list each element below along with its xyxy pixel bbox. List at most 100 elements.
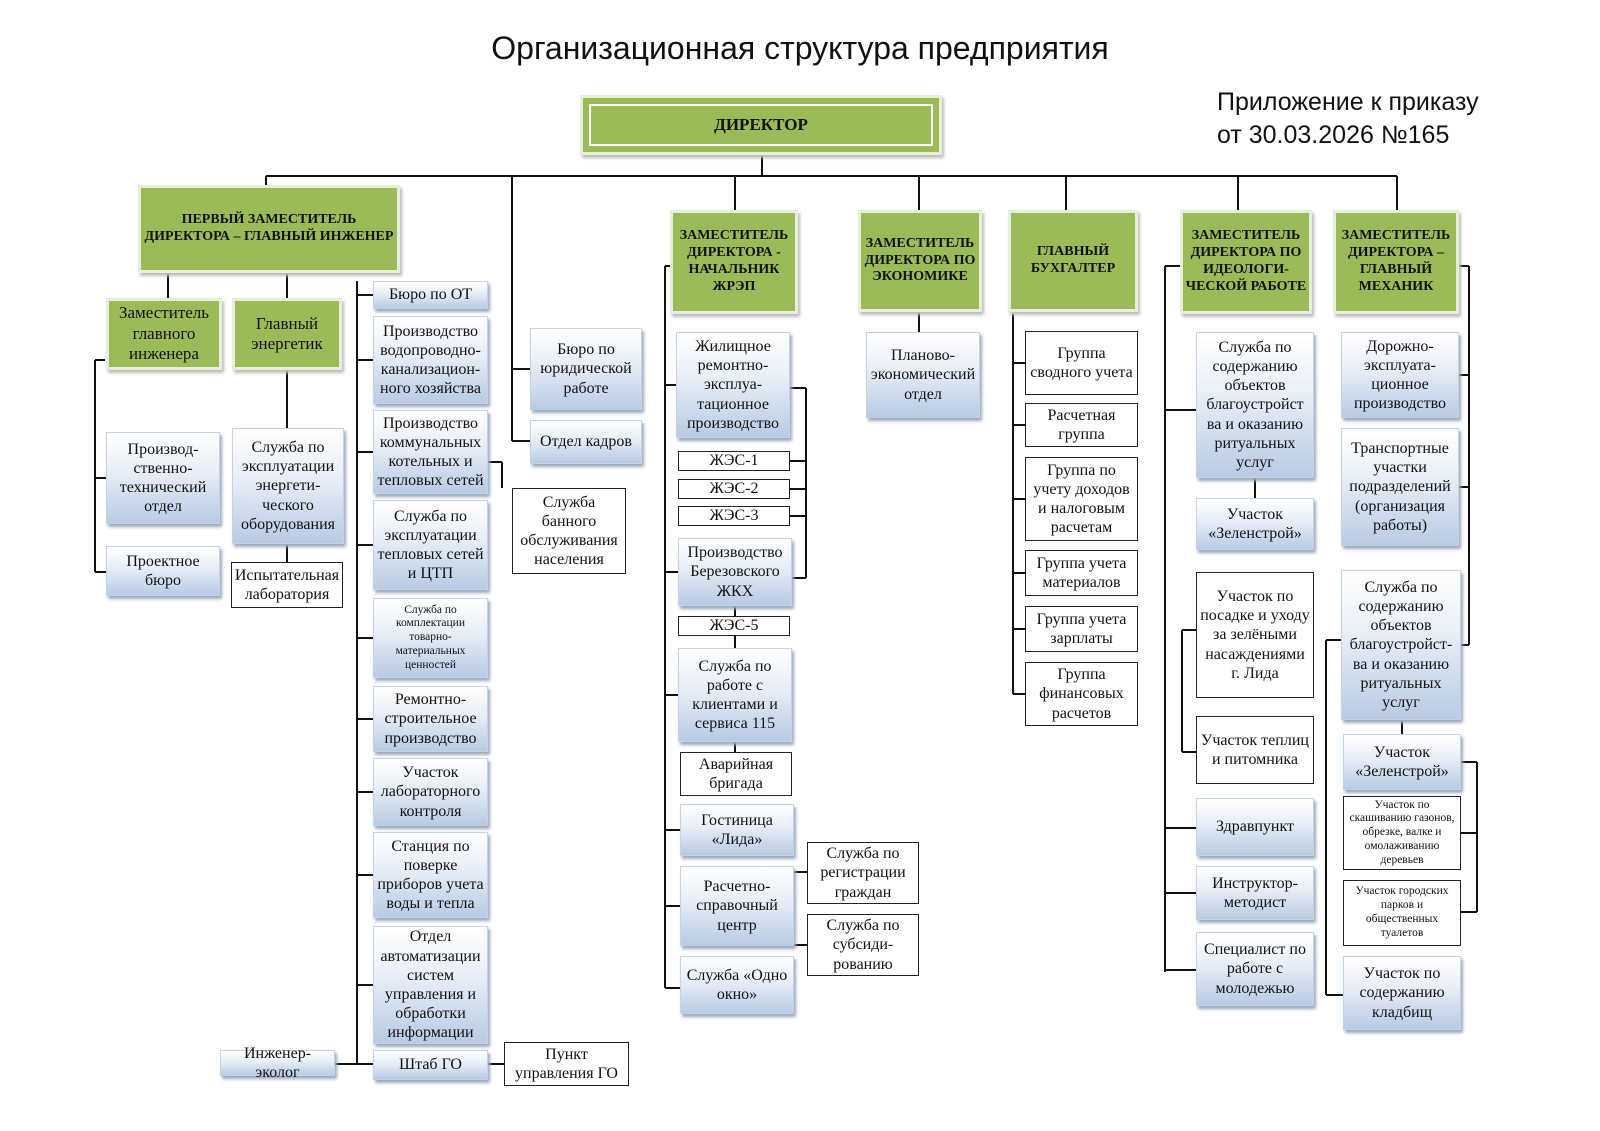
org-unit-hr-dept: Отдел кадров <box>530 420 642 464</box>
org-unit-berezovka: Производство Березовского ЖКХ <box>678 538 792 606</box>
org-unit-subsidy-service: Служба по субсиди-рованию <box>807 914 919 976</box>
org-unit-label: Расчетная группа <box>1047 406 1116 443</box>
org-unit-label: Группа сводного учета <box>1030 344 1133 381</box>
org-unit-chief-accountant: ГЛАВНЫЙ БУХГАЛТЕР <box>1008 210 1138 312</box>
org-unit-label: Производ-ственно-технический отдел <box>119 440 207 516</box>
org-unit-label: Служба банного обслуживания населения <box>520 493 618 569</box>
org-unit-label: Группа учета материалов <box>1036 554 1127 591</box>
org-unit-zelenstroy-1: Участок «Зеленстрой» <box>1196 498 1314 550</box>
org-unit-label: Группа по учету доходов и налоговым расч… <box>1033 461 1130 537</box>
appendix-line-2: от 30.03.2026 №165 <box>1217 121 1450 149</box>
org-unit-label: Бюро по ОТ <box>388 286 473 304</box>
org-unit-emergency-team: Аварийная бригада <box>680 752 792 796</box>
org-unit-label: Главный энергетик <box>251 313 323 353</box>
org-unit-label: Расчетно-справочный центр <box>696 878 778 934</box>
org-unit-label: Производство водопроводно-канализацион-н… <box>380 322 481 398</box>
org-unit-label: Гостиница «Лида» <box>701 811 773 848</box>
org-unit-label: Отдел кадров <box>540 433 632 451</box>
org-unit-finance-group: Группа финансовых расчетов <box>1025 662 1138 726</box>
org-unit-repair-construction: Ремонтно-строительное производство <box>373 686 488 752</box>
org-unit-label: Специалист по работе с молодежью <box>1204 941 1306 997</box>
org-unit-label: ПЕРВЫЙ ЗАМЕСТИТЕЛЬ ДИРЕКТОРА – ГЛАВНЫЙ И… <box>144 212 394 244</box>
org-unit-label: ЖЭС-3 <box>709 507 759 525</box>
org-unit-label: Испытательная лаборатория <box>234 566 340 603</box>
org-unit-label: Дорожно-эксплуата-ционное производство <box>1353 337 1447 413</box>
org-unit-water-production: Производство водопроводно-канализацион-н… <box>373 316 488 404</box>
org-unit-label: Заместитель главного инженера <box>118 303 210 364</box>
org-unit-zelenstroy-2: Участок «Зеленстрой» <box>1343 734 1461 790</box>
org-unit-chief-power-engineer: Главный энергетик <box>232 298 342 370</box>
org-unit-label: Инструктор-методист <box>1212 874 1298 911</box>
org-unit-deputy-zhrep: ЗАМЕСТИТЕЛЬ ДИРЕКТОРА - НАЧАЛЬНИК ЖРЭП <box>670 210 798 314</box>
org-unit-label: Планово-экономический отдел <box>870 347 976 403</box>
org-unit-ot-bureau: Бюро по ОТ <box>373 281 488 309</box>
org-unit-label: Производство коммунальных котельных и те… <box>377 414 484 490</box>
org-unit-housing-production: Жилищное ремонтно-эксплуа-тационное прои… <box>676 332 790 438</box>
org-unit-greenhouse-site: Участок теплиц и питомника <box>1196 716 1314 784</box>
org-unit-label: Станция по поверке приборов учета воды и… <box>377 837 484 913</box>
org-unit-deputy-econ: ЗАМЕСТИТЕЛЬ ДИРЕКТОРА ПО ЭКОНОМИКЕ <box>858 210 982 312</box>
org-unit-label: Проектное бюро <box>126 552 200 589</box>
org-unit-income-tax-group: Группа по учету доходов и налоговым расч… <box>1025 457 1138 541</box>
org-unit-client-service: Служба по работе с клиентами и сервиса 1… <box>678 648 792 742</box>
org-unit-label: Группа учета зарплаты <box>1036 610 1127 647</box>
org-unit-first-aid: Здравпункт <box>1196 798 1314 856</box>
org-unit-supply-service: Служба по комплектации товарно-материаль… <box>373 598 488 678</box>
org-unit-label: Служба по эксплуатации энергети-ческого … <box>241 439 335 533</box>
org-unit-payroll-calc-group: Расчетная группа <box>1025 403 1138 447</box>
org-unit-label: ЗАМЕСТИТЕЛЬ ДИРЕКТОРА – ГЛАВНЫЙ МЕХАНИК <box>1341 228 1451 294</box>
org-unit-improvement-service-2: Служба по содержанию объектов благоустро… <box>1341 570 1461 720</box>
org-unit-label: Участок по посадке и уходу за зелёными н… <box>1200 588 1310 682</box>
org-unit-label: Служба по регистрации граждан <box>820 845 906 901</box>
org-unit-road-production: Дорожно-эксплуата-ционное производство <box>1341 332 1459 418</box>
org-unit-label: Участок городских парков и общественных … <box>1355 885 1449 939</box>
org-unit-label: ГЛАВНЫЙ БУХГАЛТЕР <box>1030 244 1116 276</box>
org-unit-label: Участок «Зеленстрой» <box>1208 505 1302 542</box>
org-unit-label: Служба по работе с клиентами и сервиса 1… <box>692 657 778 733</box>
org-unit-youth-specialist: Специалист по работе с молодежью <box>1196 932 1314 1006</box>
org-unit-label: Бюро по юридической работе <box>540 341 632 397</box>
org-unit-salary-group: Группа учета зарплаты <box>1025 606 1138 652</box>
org-unit-zhes3: ЖЭС-3 <box>678 506 790 526</box>
org-unit-label: Жилищное ремонтно-эксплуа-тационное прои… <box>686 338 780 432</box>
org-unit-planning-dept: Планово-экономический отдел <box>866 332 980 418</box>
org-unit-label: ЖЭС-5 <box>709 617 759 635</box>
org-unit-civil-defense-hq: Штаб ГО <box>373 1050 488 1080</box>
org-unit-label: ДИРЕКТОР <box>714 114 808 134</box>
appendix-note: Приложение к приказу от 30.03.2026 №165 <box>1217 86 1479 152</box>
org-unit-test-lab: Испытательная лаборатория <box>231 562 343 608</box>
org-unit-hotel: Гостиница «Лида» <box>680 804 794 856</box>
org-unit-label: ЗАМЕСТИТЕЛЬ ДИРЕКТОРА ПО ИДЕОЛОГИ-ЧЕСКОЙ… <box>1185 228 1307 294</box>
org-unit-label: Аварийная бригада <box>698 755 774 792</box>
org-unit-registration-service: Служба по регистрации граждан <box>807 842 919 904</box>
org-unit-eco-engineer: Инженер-эколог <box>220 1045 335 1081</box>
org-unit-first-deputy: ПЕРВЫЙ ЗАМЕСТИТЕЛЬ ДИРЕКТОРА – ГЛАВНЫЙ И… <box>138 185 400 273</box>
org-unit-settlement-center: Расчетно-справочный центр <box>680 866 794 946</box>
org-unit-meter-station: Станция по поверке приборов учета воды и… <box>373 832 488 918</box>
org-unit-label: Отдел автоматизации систем управления и … <box>380 928 481 1042</box>
org-unit-legal-bureau: Бюро по юридической работе <box>530 328 642 410</box>
org-unit-label: Участок по содержанию кладбищ <box>1359 965 1445 1021</box>
org-unit-label: Производство Березовского ЖКХ <box>687 544 783 600</box>
org-unit-lab-control: Участок лабораторного контроля <box>373 758 488 826</box>
org-unit-label: Инженер-эколог <box>243 1044 312 1081</box>
org-unit-label: Служба по комплектации товарно-материаль… <box>395 603 466 671</box>
org-unit-boiler-production: Производство коммунальных котельных и те… <box>373 410 488 494</box>
appendix-line-1: Приложение к приказу <box>1217 88 1479 116</box>
org-unit-label: Штаб ГО <box>399 1056 462 1074</box>
org-unit-label: Группа финансовых расчетов <box>1039 666 1124 722</box>
org-unit-director: ДИРЕКТОР <box>580 95 942 155</box>
org-unit-label: Служба по субсиди-рованию <box>826 917 900 973</box>
org-unit-label: Служба «Одно окно» <box>686 966 788 1003</box>
org-unit-zhes1: ЖЭС-1 <box>678 451 790 471</box>
org-unit-label: Участок теплиц и питомника <box>1201 731 1309 768</box>
org-unit-label: Здравпункт <box>1215 818 1295 836</box>
org-unit-power-equipment-service: Служба по эксплуатации энергети-ческого … <box>232 428 344 544</box>
org-unit-label: Участок по скашиванию газонов, обрезке, … <box>1349 798 1455 866</box>
org-unit-bath-service: Служба банного обслуживания населения <box>512 488 626 574</box>
org-unit-materials-group: Группа учета материалов <box>1025 550 1138 596</box>
org-unit-label: Участок лабораторного контроля <box>380 764 481 820</box>
org-unit-instructor: Инструктор-методист <box>1196 866 1314 920</box>
org-unit-label: ЖЭС-1 <box>709 452 759 470</box>
